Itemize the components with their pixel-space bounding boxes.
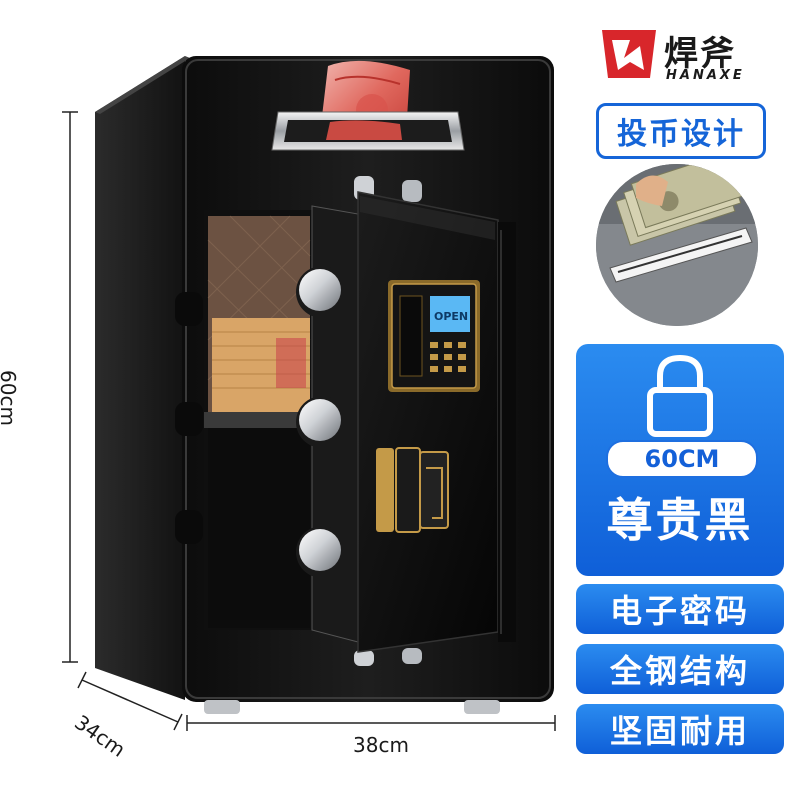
width-dimension-label: 38cm [353,733,409,757]
safe-side-panel [95,56,185,700]
lock-icon [640,352,720,438]
deposit-slot [271,111,465,151]
height-dimension-label: 60cm [0,370,20,426]
lcd-display-text: OPEN [434,310,468,323]
safe-illustration: 100 [62,56,556,731]
size-color-card: 60CM 尊贵黑 [576,344,784,576]
brand-logo: 焊斧 HANAXE [600,20,780,90]
coin-slot-detail-image [596,164,758,326]
color-name: 尊贵黑 [606,493,754,547]
bolt [175,510,203,544]
feature-all-steel: 全钢结构 [576,644,784,694]
door-locking-bolts [296,266,348,578]
brand-logo-icon [602,30,656,78]
safe-foot [204,700,240,714]
bolt [175,292,203,326]
safe-door [357,191,499,653]
document-envelopes [212,318,310,412]
feature-electronic-password: 电子密码 [576,584,784,634]
brand-name: 焊斧 [664,34,736,74]
feature-durable: 坚固耐用 [576,704,784,754]
lcd-screen [430,296,470,332]
brand-subtitle: HANAXE [666,68,745,83]
width-dimension-line [186,715,556,731]
dollar-bills-image [596,164,758,326]
height-dimension-line [62,111,78,663]
shelf [204,412,316,428]
bolt [175,402,203,436]
safe-foot [464,700,500,714]
size-label: 60CM [606,440,758,478]
door-handle [376,447,449,533]
depth-dimension-line [77,671,183,731]
keypad-panel: OPEN [388,280,480,392]
coin-slot-badge: 投币设计 [596,103,766,159]
